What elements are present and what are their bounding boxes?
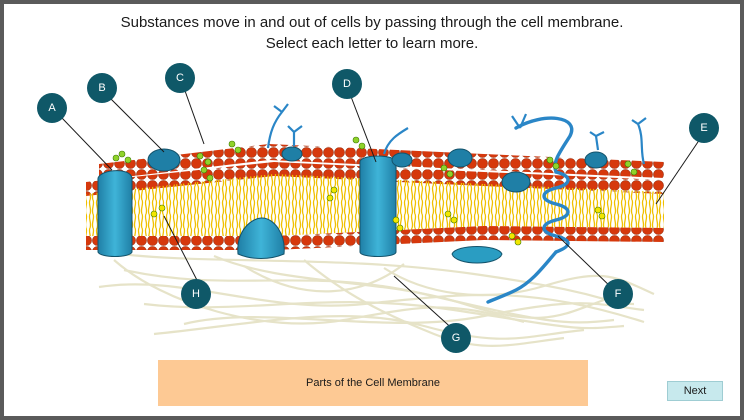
cytoskeleton-fibers — [98, 250, 655, 347]
slide-frame: Substances move in and out of cells by p… — [4, 4, 740, 416]
callout-f-button[interactable]: F — [603, 279, 633, 309]
callout-d-button[interactable]: D — [332, 69, 362, 99]
callout-d-label: D — [343, 78, 351, 90]
caption-box: Parts of the Cell Membrane — [158, 360, 588, 406]
callout-g-button[interactable]: G — [441, 323, 471, 353]
callout-h-label: H — [192, 288, 200, 300]
glycolipid-chains — [112, 136, 638, 246]
carbohydrate-chains — [266, 103, 647, 165]
callout-e-label: E — [700, 122, 707, 134]
membrane-proteins — [97, 146, 608, 264]
callout-a-label: A — [48, 102, 56, 114]
callout-b-label: B — [98, 82, 105, 94]
callout-c-label: C — [176, 72, 184, 84]
callout-g-label: G — [452, 332, 461, 344]
callout-h-button[interactable]: H — [181, 279, 211, 309]
leader-lines — [61, 87, 703, 333]
cell-membrane-diagram: A B C D E F G H — [37, 63, 719, 353]
callout-b-button[interactable]: B — [87, 73, 117, 103]
caption-text: Parts of the Cell Membrane — [306, 377, 440, 389]
instruction-line-1: Substances move in and out of cells by p… — [120, 14, 624, 31]
callout-c-button[interactable]: C — [165, 63, 195, 93]
next-button-label: Next — [683, 385, 707, 397]
instruction-line-2: Select each letter to learn more. — [265, 35, 479, 52]
next-button[interactable]: Next — [667, 381, 723, 401]
callout-a-button[interactable]: A — [37, 93, 67, 123]
callout-f-label: F — [615, 288, 622, 300]
callout-e-button[interactable]: E — [689, 113, 719, 143]
instruction-text: Substances move in and out of cells by p… — [4, 12, 740, 54]
